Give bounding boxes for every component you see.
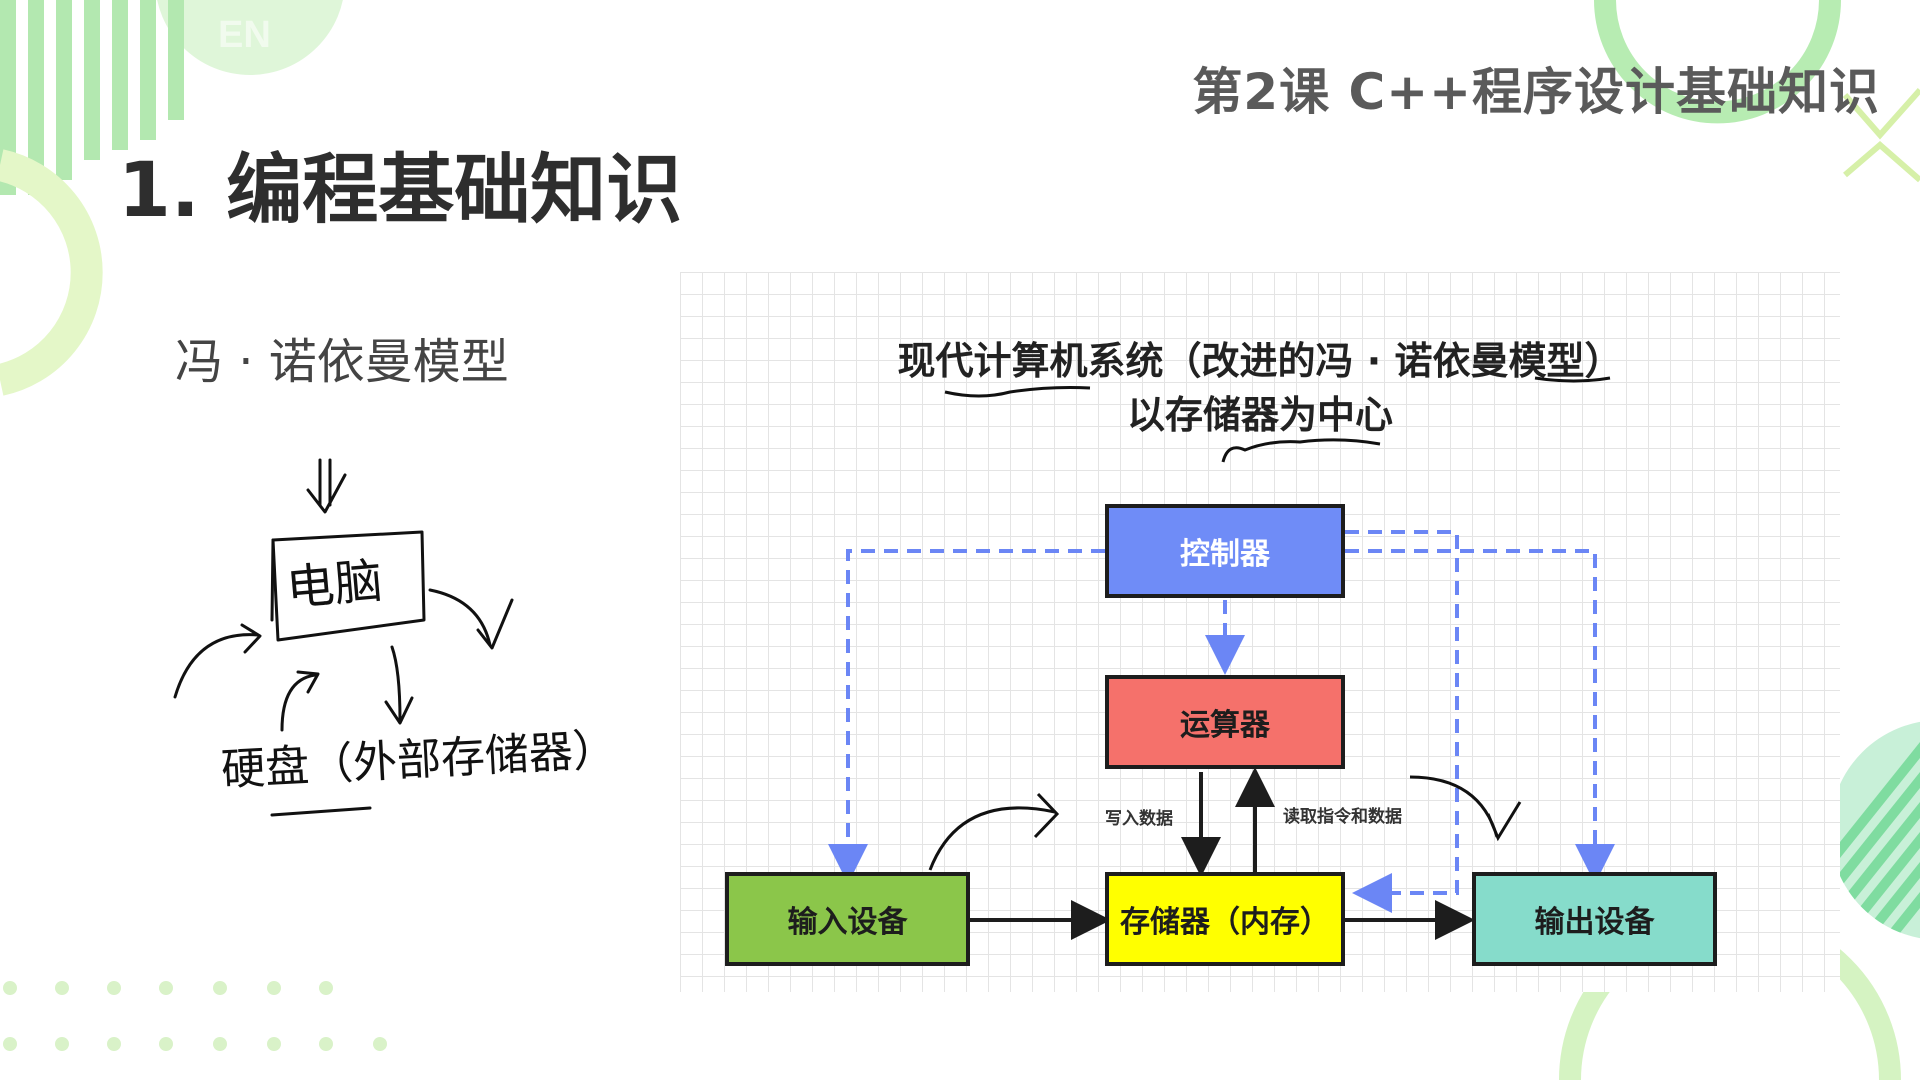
hand-underline-title (944, 386, 1091, 398)
node-input: 输入设备 (725, 872, 970, 966)
hand-text-bottom: 硬盘（外部存储器） (220, 724, 618, 796)
hand-underline-model (1534, 376, 1611, 383)
hand-arrow-up (280, 670, 320, 732)
hand-curve-write (928, 792, 1060, 871)
decor-stripes-top-left (0, 0, 184, 195)
hand-box (271, 530, 426, 642)
model-label: 冯 · 诺依曼模型 (175, 334, 509, 390)
node-alu: 运算器 (1105, 675, 1345, 769)
edge-label-read: 读取指令和数据 (1283, 807, 1402, 827)
decor-circle-top-left (157, 0, 343, 75)
decor-ring-top-right (1594, 0, 1841, 124)
node-memory: 存储器（内存） (1105, 872, 1345, 966)
hand-arrow-top (306, 458, 347, 514)
hand-text-top: 电脑 (284, 553, 385, 617)
hand-underline (270, 806, 372, 817)
diagram-panel: 现代计算机系统（改进的冯 · 诺依曼模型） 以存储器为中心 (680, 272, 1840, 992)
dash-controller-to-output (1345, 549, 1615, 884)
edge-label-write: 写入数据 (1105, 809, 1173, 829)
hand-arrow-left (173, 623, 262, 699)
course-title: 第2课 C++程序设计基础知识 (1192, 63, 1880, 121)
decor-ring-left (0, 149, 103, 396)
diagram-connectors (828, 376, 1615, 940)
dash-controller-to-memory (1345, 530, 1459, 913)
decor-zigzag-bottom (1843, 141, 1920, 183)
hand-arrow-down (384, 645, 414, 725)
hand-arrow-right (428, 588, 514, 650)
corner-tag: EN (218, 14, 271, 56)
hand-underline-subtitle (1221, 438, 1381, 463)
node-controller: 控制器 (1105, 504, 1345, 598)
diagram-title: 现代计算机系统（改进的冯 · 诺依曼模型） (897, 339, 1623, 383)
diagram-subtitle: 以存储器为中心 (1126, 393, 1393, 437)
hand-curve-read (1409, 775, 1522, 842)
node-output: 输出设备 (1472, 872, 1717, 966)
page-title: 1. 编程基础知识 (118, 145, 683, 234)
handwriting-sketch: 电脑 硬盘（外部存储器） (173, 458, 618, 817)
decor-dots-bottom-left (3, 981, 387, 1051)
dash-controller-to-input (828, 549, 1105, 884)
decor-zigzag-top (1842, 88, 1920, 140)
